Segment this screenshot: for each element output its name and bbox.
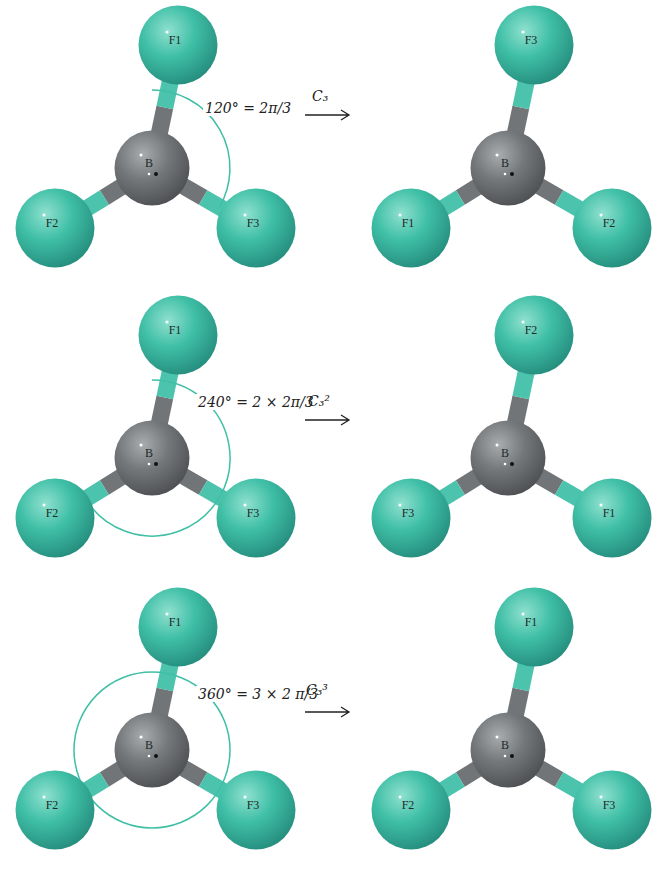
operation-label: C₃² bbox=[306, 393, 332, 409]
fluorine-atom: F3 bbox=[371, 478, 451, 558]
boron-atom: B bbox=[470, 712, 546, 788]
atom-label: B bbox=[501, 156, 509, 171]
boron-atom: B bbox=[470, 420, 546, 496]
atom-label: F2 bbox=[46, 798, 59, 813]
atom-label: F1 bbox=[169, 615, 182, 630]
fluorine-atom: F1 bbox=[138, 587, 218, 667]
boron-atom: B bbox=[114, 130, 190, 206]
angle-label: 360° = 3 × 2 π/3 bbox=[196, 686, 320, 702]
atom-label: F3 bbox=[402, 506, 415, 521]
fluorine-atom: F2 bbox=[15, 478, 95, 558]
bond bbox=[515, 660, 527, 718]
boron-atom: B bbox=[114, 712, 190, 788]
fluorine-atom: F3 bbox=[494, 5, 574, 85]
atom-label: F2 bbox=[603, 216, 616, 231]
bond bbox=[84, 185, 125, 210]
bond bbox=[159, 660, 171, 718]
fluorine-atom: F3 bbox=[216, 770, 296, 850]
atom-label: F1 bbox=[169, 323, 182, 338]
fluorine-atom: F1 bbox=[138, 295, 218, 375]
bond bbox=[536, 474, 583, 501]
atom-label: B bbox=[501, 738, 509, 753]
bond bbox=[440, 475, 481, 500]
atom-label: F3 bbox=[247, 798, 260, 813]
atom-label: B bbox=[145, 156, 153, 171]
fluorine-atom: F1 bbox=[371, 188, 451, 268]
fluorine-atom: F3 bbox=[216, 478, 296, 558]
boron-atom: B bbox=[470, 130, 546, 206]
bond bbox=[84, 475, 125, 500]
atom-label: F2 bbox=[46, 506, 59, 521]
atom-label: F2 bbox=[402, 798, 415, 813]
bond bbox=[536, 766, 583, 793]
bond bbox=[515, 368, 527, 426]
bond bbox=[440, 185, 481, 210]
fluorine-atom: F3 bbox=[216, 188, 296, 268]
boron-atom: B bbox=[114, 420, 190, 496]
fluorine-atom: F2 bbox=[371, 770, 451, 850]
bond bbox=[536, 184, 583, 211]
atom-label: B bbox=[145, 738, 153, 753]
atom-label: F2 bbox=[525, 323, 538, 338]
angle-label: 240° = 2 × 2π/3 bbox=[196, 394, 316, 410]
atom-label: F1 bbox=[169, 33, 182, 48]
operation-label: C₃ bbox=[310, 88, 330, 104]
fluorine-atom: F2 bbox=[494, 295, 574, 375]
operation-arrow bbox=[305, 110, 349, 717]
bond bbox=[159, 368, 171, 426]
fluorine-atom: F2 bbox=[15, 770, 95, 850]
bond bbox=[159, 78, 171, 136]
atom-label: F1 bbox=[603, 506, 616, 521]
fluorine-atom: F1 bbox=[572, 478, 652, 558]
angle-label: 120° = 2π/3 bbox=[203, 100, 293, 116]
atom-label: F1 bbox=[525, 615, 538, 630]
fluorine-atom: F2 bbox=[572, 188, 652, 268]
atom-label: F1 bbox=[402, 216, 415, 231]
bond bbox=[84, 767, 125, 792]
atom-label: B bbox=[145, 446, 153, 461]
fluorine-atom: F2 bbox=[15, 188, 95, 268]
atom-label: B bbox=[501, 446, 509, 461]
fluorine-atom: F3 bbox=[572, 770, 652, 850]
atom-label: F3 bbox=[525, 33, 538, 48]
bond bbox=[440, 767, 481, 792]
atom-label: F2 bbox=[46, 216, 59, 231]
atom-label: F3 bbox=[247, 216, 260, 231]
fluorine-atom: F1 bbox=[138, 5, 218, 85]
atom-label: F3 bbox=[247, 506, 260, 521]
operation-label: C₃³ bbox=[304, 682, 330, 698]
atom-label: F3 bbox=[603, 798, 616, 813]
fluorine-atom: F1 bbox=[494, 587, 574, 667]
bond bbox=[515, 78, 527, 136]
